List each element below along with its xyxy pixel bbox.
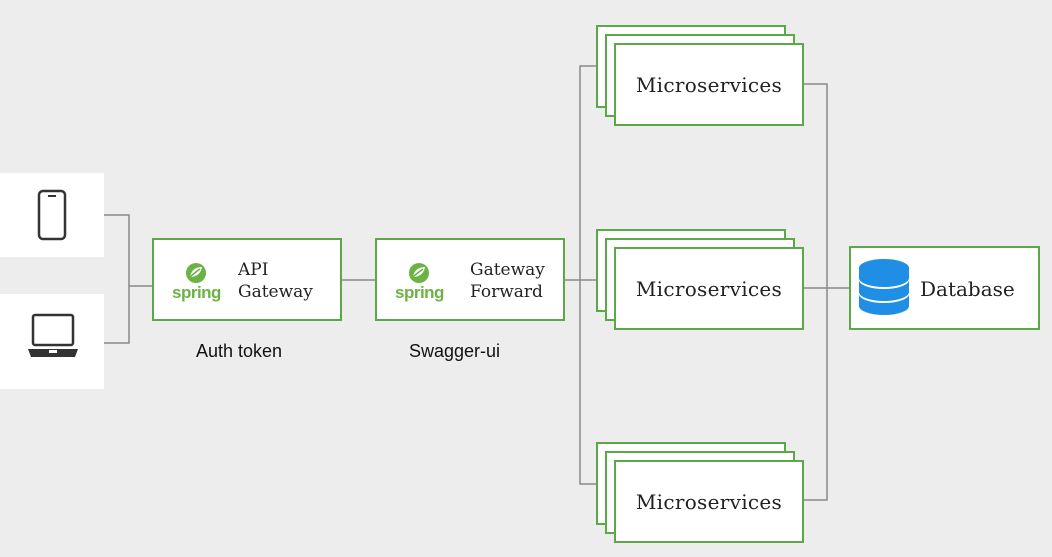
clients-bracket-line [104,214,130,344]
api-gateway-node: spring API Gateway [152,238,342,321]
database-label: Database [920,277,1015,301]
microservices-label: Microservices [635,276,783,301]
microservices-stack: Microservices [596,442,806,544]
spring-leaf-icon [186,263,207,283]
microservices-stack: Microservices [596,229,806,331]
database-icon [859,259,909,315]
mobile-client [0,173,104,257]
desktop-client [0,294,104,389]
gateway-forward-title: Gateway Forward [470,260,545,302]
microservices-label: Microservices [635,489,783,514]
database-node: Database [849,246,1040,330]
spring-logo: spring [395,262,444,301]
spring-leaf-icon [409,263,430,283]
database-bus-line [804,83,828,501]
api-gateway-title: API Gateway [238,260,313,302]
gateway-forward-caption: Swagger-ui [409,341,501,361]
microservices-bus-line [579,65,598,485]
api-gateway-caption: Auth token [196,341,283,361]
smartphone-icon [37,189,67,241]
spring-logo: spring [172,262,221,301]
laptop-icon [28,313,78,357]
microservices-stack: Microservices [596,25,806,127]
gateway-forward-node: spring Gateway Forward [375,238,565,321]
microservices-label: Microservices [635,72,783,97]
